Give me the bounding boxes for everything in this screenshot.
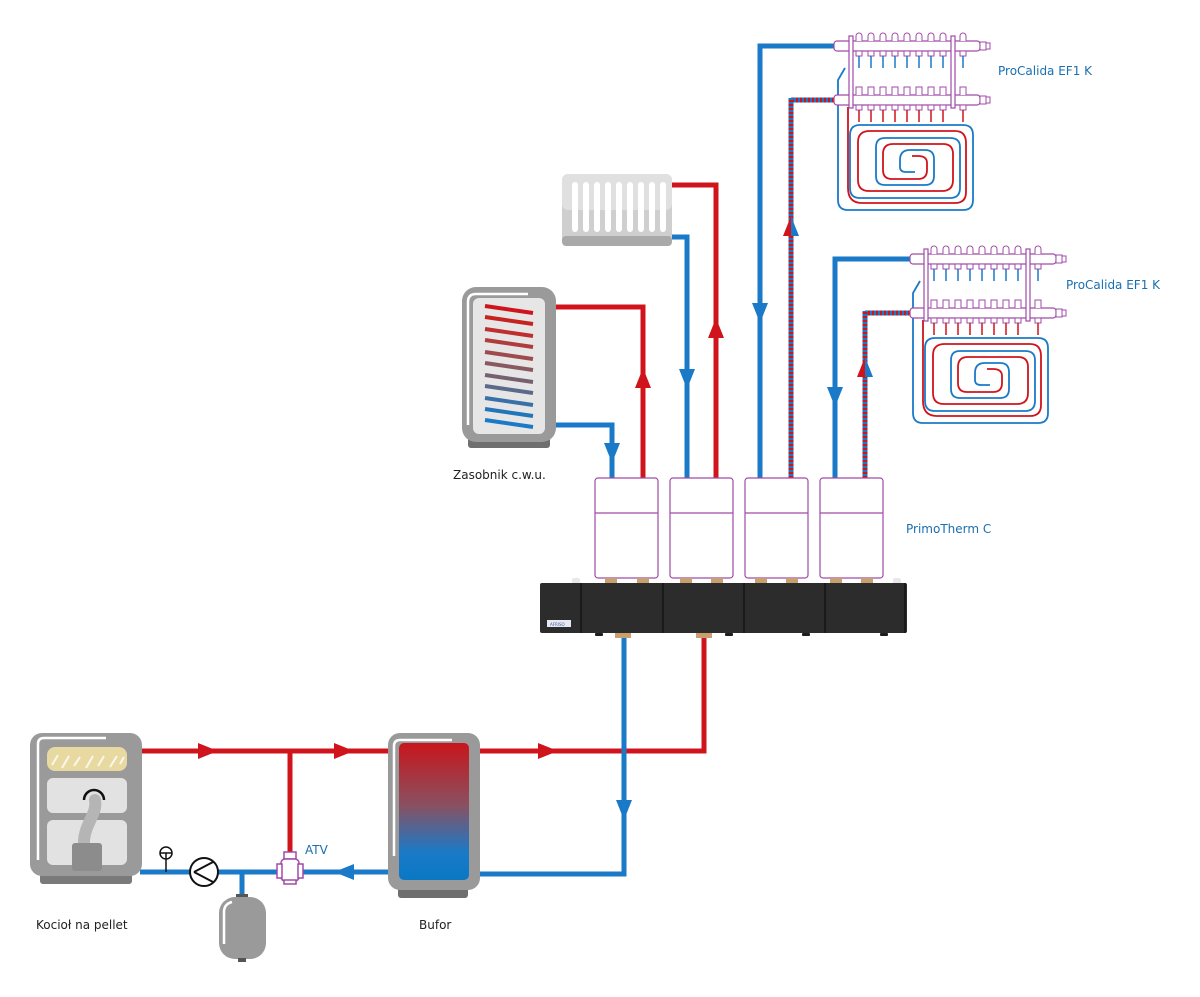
- primotherm-module-2: [669, 477, 734, 579]
- distribution-bar: AFRISO: [540, 583, 907, 636]
- manifold-bottom-label: ProCalida EF1 K: [1066, 278, 1161, 292]
- brand-logo-plate: [547, 620, 571, 627]
- radiator-supply-pipe: [672, 182, 719, 478]
- buffer-label: Bufor: [419, 918, 451, 932]
- flow-arrow: [538, 743, 558, 759]
- flow-arrow: [616, 800, 632, 820]
- radiator-icon: [562, 174, 672, 246]
- boiler-supply-pipe: [140, 748, 388, 852]
- bar-caps: [572, 578, 901, 584]
- flow-arrow: [635, 368, 651, 388]
- floor-manifold-bottom: [909, 245, 1067, 424]
- flow-arrow: [857, 357, 865, 377]
- floor2-return-pipe: [832, 256, 910, 478]
- floor2-supply-pipe-mixed: [862, 310, 910, 478]
- flow-arrow: [783, 216, 791, 236]
- flow-arrow: [752, 303, 768, 323]
- radiator-return-pipe: [672, 234, 690, 478]
- floor1-supply-pipe-mixed: [788, 97, 834, 478]
- flow-arrow: [708, 318, 724, 338]
- buffer-supply-pipe: [478, 636, 707, 754]
- circulation-pump-icon: [189, 857, 219, 887]
- flow-arrow: [865, 357, 873, 377]
- flow-arrow: [334, 864, 354, 880]
- flow-arrow: [791, 216, 799, 236]
- boiler-label: Kocioł na pellet: [36, 918, 128, 932]
- dhw-tank-label: Zasobnik c.w.u.: [453, 468, 546, 482]
- flow-arrow: [827, 387, 843, 407]
- flow-arrow: [679, 369, 695, 389]
- flow-arrow: [198, 743, 218, 759]
- pellet-boiler-icon: [30, 733, 142, 884]
- floor-manifold-top: [833, 32, 991, 211]
- buffer-tank-icon: [388, 733, 480, 898]
- thermostatic-valve-icon: [276, 851, 304, 885]
- manifold-outlets: [855, 32, 967, 111]
- manifold-top-label: ProCalida EF1 K: [998, 64, 1093, 78]
- brass-fittings: [605, 578, 873, 638]
- primotherm-module-1: [594, 477, 659, 579]
- floor1-return-pipe: [757, 43, 834, 478]
- thermometer-icon: [159, 846, 173, 872]
- expansion-vessel-icon: [219, 894, 266, 962]
- flow-arrow: [604, 443, 620, 463]
- primotherm-module-4: [819, 477, 884, 579]
- hot-water-tank-icon: [462, 287, 556, 448]
- brand-logo: AFRISO: [550, 622, 565, 627]
- primotherm-label: PrimoTherm C: [906, 522, 991, 536]
- flow-arrow: [334, 743, 354, 759]
- buffer-return-pipe: [478, 636, 627, 877]
- primotherm-module-3: [744, 477, 809, 579]
- atv-label: ATV: [305, 843, 329, 857]
